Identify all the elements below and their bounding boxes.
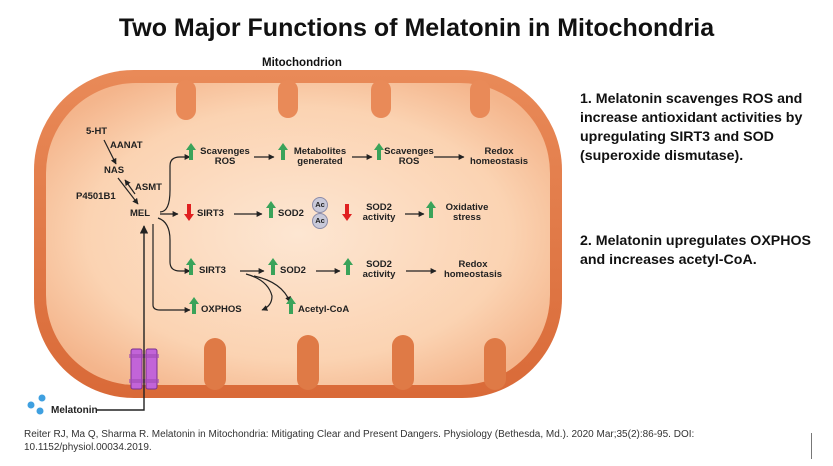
text-cursor xyxy=(811,433,812,459)
asmt-label: ASMT xyxy=(135,182,162,193)
melatonin-import-path xyxy=(97,225,149,411)
bottom-cristae xyxy=(204,335,506,390)
slide-title: Two Major Functions of Melatonin in Mito… xyxy=(118,14,715,42)
mel-label: MEL xyxy=(130,208,151,219)
point-2: 2. Melatonin upregulates OXPHOS and incr… xyxy=(580,233,811,268)
point-1: 1. Melatonin scavenges ROS and increase … xyxy=(580,91,803,164)
melatonin-molecules xyxy=(27,394,46,415)
scavenges-ros-label-2: Scavenges ROS xyxy=(384,146,434,167)
top-cristae xyxy=(176,80,490,120)
acetyl-coa-label: Acetyl-CoA xyxy=(298,304,350,315)
redox-homeostasis-label-1: Redox homeostasis xyxy=(469,146,529,167)
acetyl-label-bottom: Ac xyxy=(315,216,325,225)
row3-arrows xyxy=(240,268,437,311)
down-arrow-icons xyxy=(184,204,352,221)
acetyl-label-top: Ac xyxy=(315,200,325,209)
sirt3-label-1: SIRT3 xyxy=(197,208,224,219)
up-arrow-icons xyxy=(186,143,436,314)
aanat-label: AANAT xyxy=(110,140,143,151)
mitochondrion-label: Mitochondrion xyxy=(262,57,342,69)
scavenges-ros-label-1: Scavenges ROS xyxy=(200,146,250,167)
metabolites-generated-label: Metabolites generated xyxy=(293,146,347,167)
citation: Reiter RJ, Ma Q, Sharma R. Melatonin in … xyxy=(24,429,695,453)
oxphos-label: OXPHOS xyxy=(201,304,242,315)
inner-matrix xyxy=(46,83,550,385)
acetyl-badges xyxy=(312,197,328,229)
melatonin-label: Melatonin xyxy=(51,405,98,416)
sod2-label-1: SOD2 xyxy=(278,208,304,219)
sirt3-label-2: SIRT3 xyxy=(199,265,226,276)
sod2-activity-label-1: SOD2 activity xyxy=(362,202,396,223)
redox-homeostasis-label-2: Redox homeostasis xyxy=(443,259,503,280)
serotonin-label: 5-HT xyxy=(86,126,108,137)
nas-label: NAS xyxy=(104,165,125,176)
oxidative-stress-label: Oxidative stress xyxy=(445,202,489,223)
p4501b1-label: P4501B1 xyxy=(76,191,116,202)
sod2-activity-label-2: SOD2 activity xyxy=(362,259,396,280)
mel-branches xyxy=(152,154,191,313)
sod2-label-2: SOD2 xyxy=(280,265,306,276)
